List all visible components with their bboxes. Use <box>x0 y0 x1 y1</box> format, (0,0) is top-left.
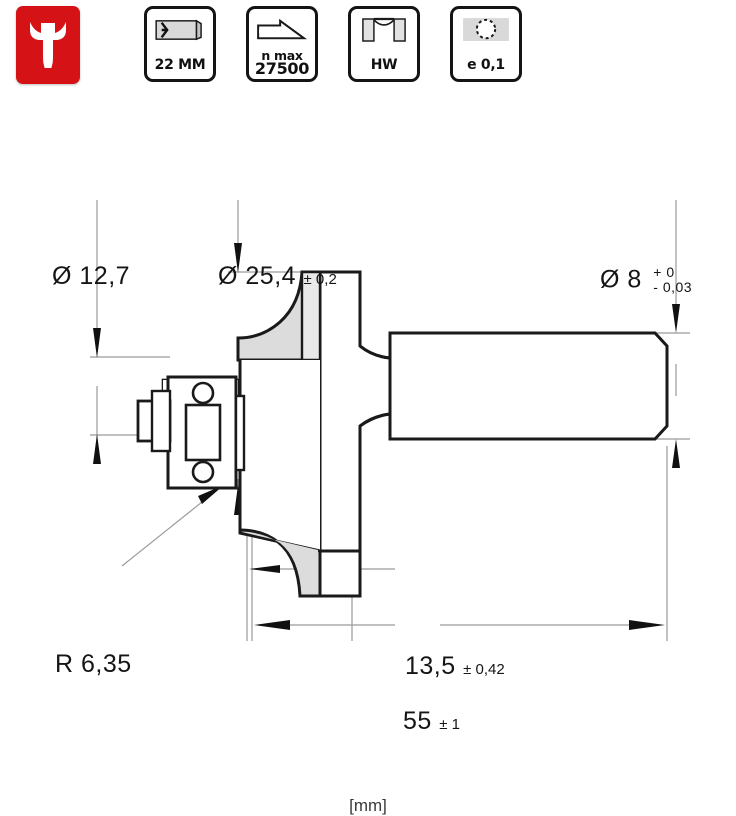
dimension-shank-diameter-tolerance-upper: + 0 <box>653 264 675 280</box>
dimension-cutting-diameter-value: 25,4 <box>245 262 297 290</box>
badge-material: HW <box>348 6 420 82</box>
badge-strip: 22 MM n max 27500 HW <box>0 0 736 100</box>
bull-head-logo-mark <box>30 22 66 73</box>
cutter-core-bottom <box>318 549 362 598</box>
router-bit-svg <box>90 200 690 641</box>
dimension-bearing-diameter-value: 12,7 <box>79 262 131 290</box>
dimension-cutting-length: 13,5 ± 0,42 <box>405 654 505 679</box>
badge-max-speed-line2: 27500 <box>254 58 310 78</box>
bearing-inner-race <box>184 403 222 462</box>
shank-outline <box>388 331 669 441</box>
lower-cove-shade <box>242 532 318 594</box>
dimension-shank-diameter-tolerance-lower: - 0,03 <box>653 278 693 295</box>
dimension-shank-diameter: Ø 8 + 0 - 0,03 <box>600 265 692 295</box>
dimension-corner-radius-symbol: R <box>55 650 74 678</box>
max-speed-icon <box>257 19 307 40</box>
concentricity-icon <box>463 18 509 41</box>
cutter-core-outline <box>318 270 392 553</box>
dimension-cutting-diameter-tolerance: ± 0,2 <box>303 271 337 288</box>
badge-shank-length: 22 MM <box>144 6 216 82</box>
badge-max-speed-label: n max 27500 <box>249 47 315 78</box>
bearing-ball-bottom <box>191 460 215 484</box>
dimension-bearing-diameter-symbol: Ø <box>52 262 72 290</box>
neck-fillet <box>359 344 392 428</box>
dimension-bearing-diameter: Ø 12,7 <box>52 264 130 289</box>
badge-runout-label: e 0,1 <box>467 56 505 73</box>
dimension-cutting-length-tolerance: ± 0,42 <box>463 661 505 678</box>
dimension-cutting-diameter: Ø 25,4 ± 0,2 <box>218 264 337 289</box>
badge-material-label: HW <box>370 56 398 73</box>
dimension-cutting-length-value: 13,5 <box>405 652 456 680</box>
dimension-shank-diameter-symbol: Ø <box>600 265 620 294</box>
badge-max-speed: n max 27500 <box>246 6 318 82</box>
bull-head-logo <box>16 6 80 84</box>
cutter-left-fill <box>240 360 320 551</box>
dimension-shank-diameter-tolerance: + 0 - 0,03 <box>653 265 692 294</box>
dimension-corner-radius: R 6,35 <box>55 652 132 677</box>
badge-max-speed-line1: n max <box>261 47 303 63</box>
unit-label: [mm] <box>349 796 387 815</box>
upper-cove-profile <box>236 270 322 362</box>
shank-length-icon <box>155 19 202 41</box>
bearing-washer <box>150 389 172 453</box>
dimension-total-length: 55 ± 1 <box>403 709 460 734</box>
dimension-corner-radius-value: 6,35 <box>81 650 132 678</box>
dimension-shank-diameter-value: 8 <box>627 265 642 294</box>
router-bit-body <box>136 270 669 598</box>
badge-runout: e 0,1 <box>450 6 522 82</box>
dimension-cutting-diameter-symbol: Ø <box>218 262 238 290</box>
badge-shank-length-label: 22 MM <box>154 56 206 73</box>
bearing-ball-top <box>191 381 215 405</box>
dimension-total-length-tolerance: ± 1 <box>439 716 461 733</box>
carbide-tip-icon <box>362 17 406 42</box>
dimension-total-length-value: 55 <box>403 707 432 735</box>
bearing-spacer <box>234 394 246 472</box>
router-bit-drawing: Ø 12,7 Ø 25,4 ± 0,2 Ø 8 + 0 - 0,03 R 6,3… <box>0 96 736 815</box>
